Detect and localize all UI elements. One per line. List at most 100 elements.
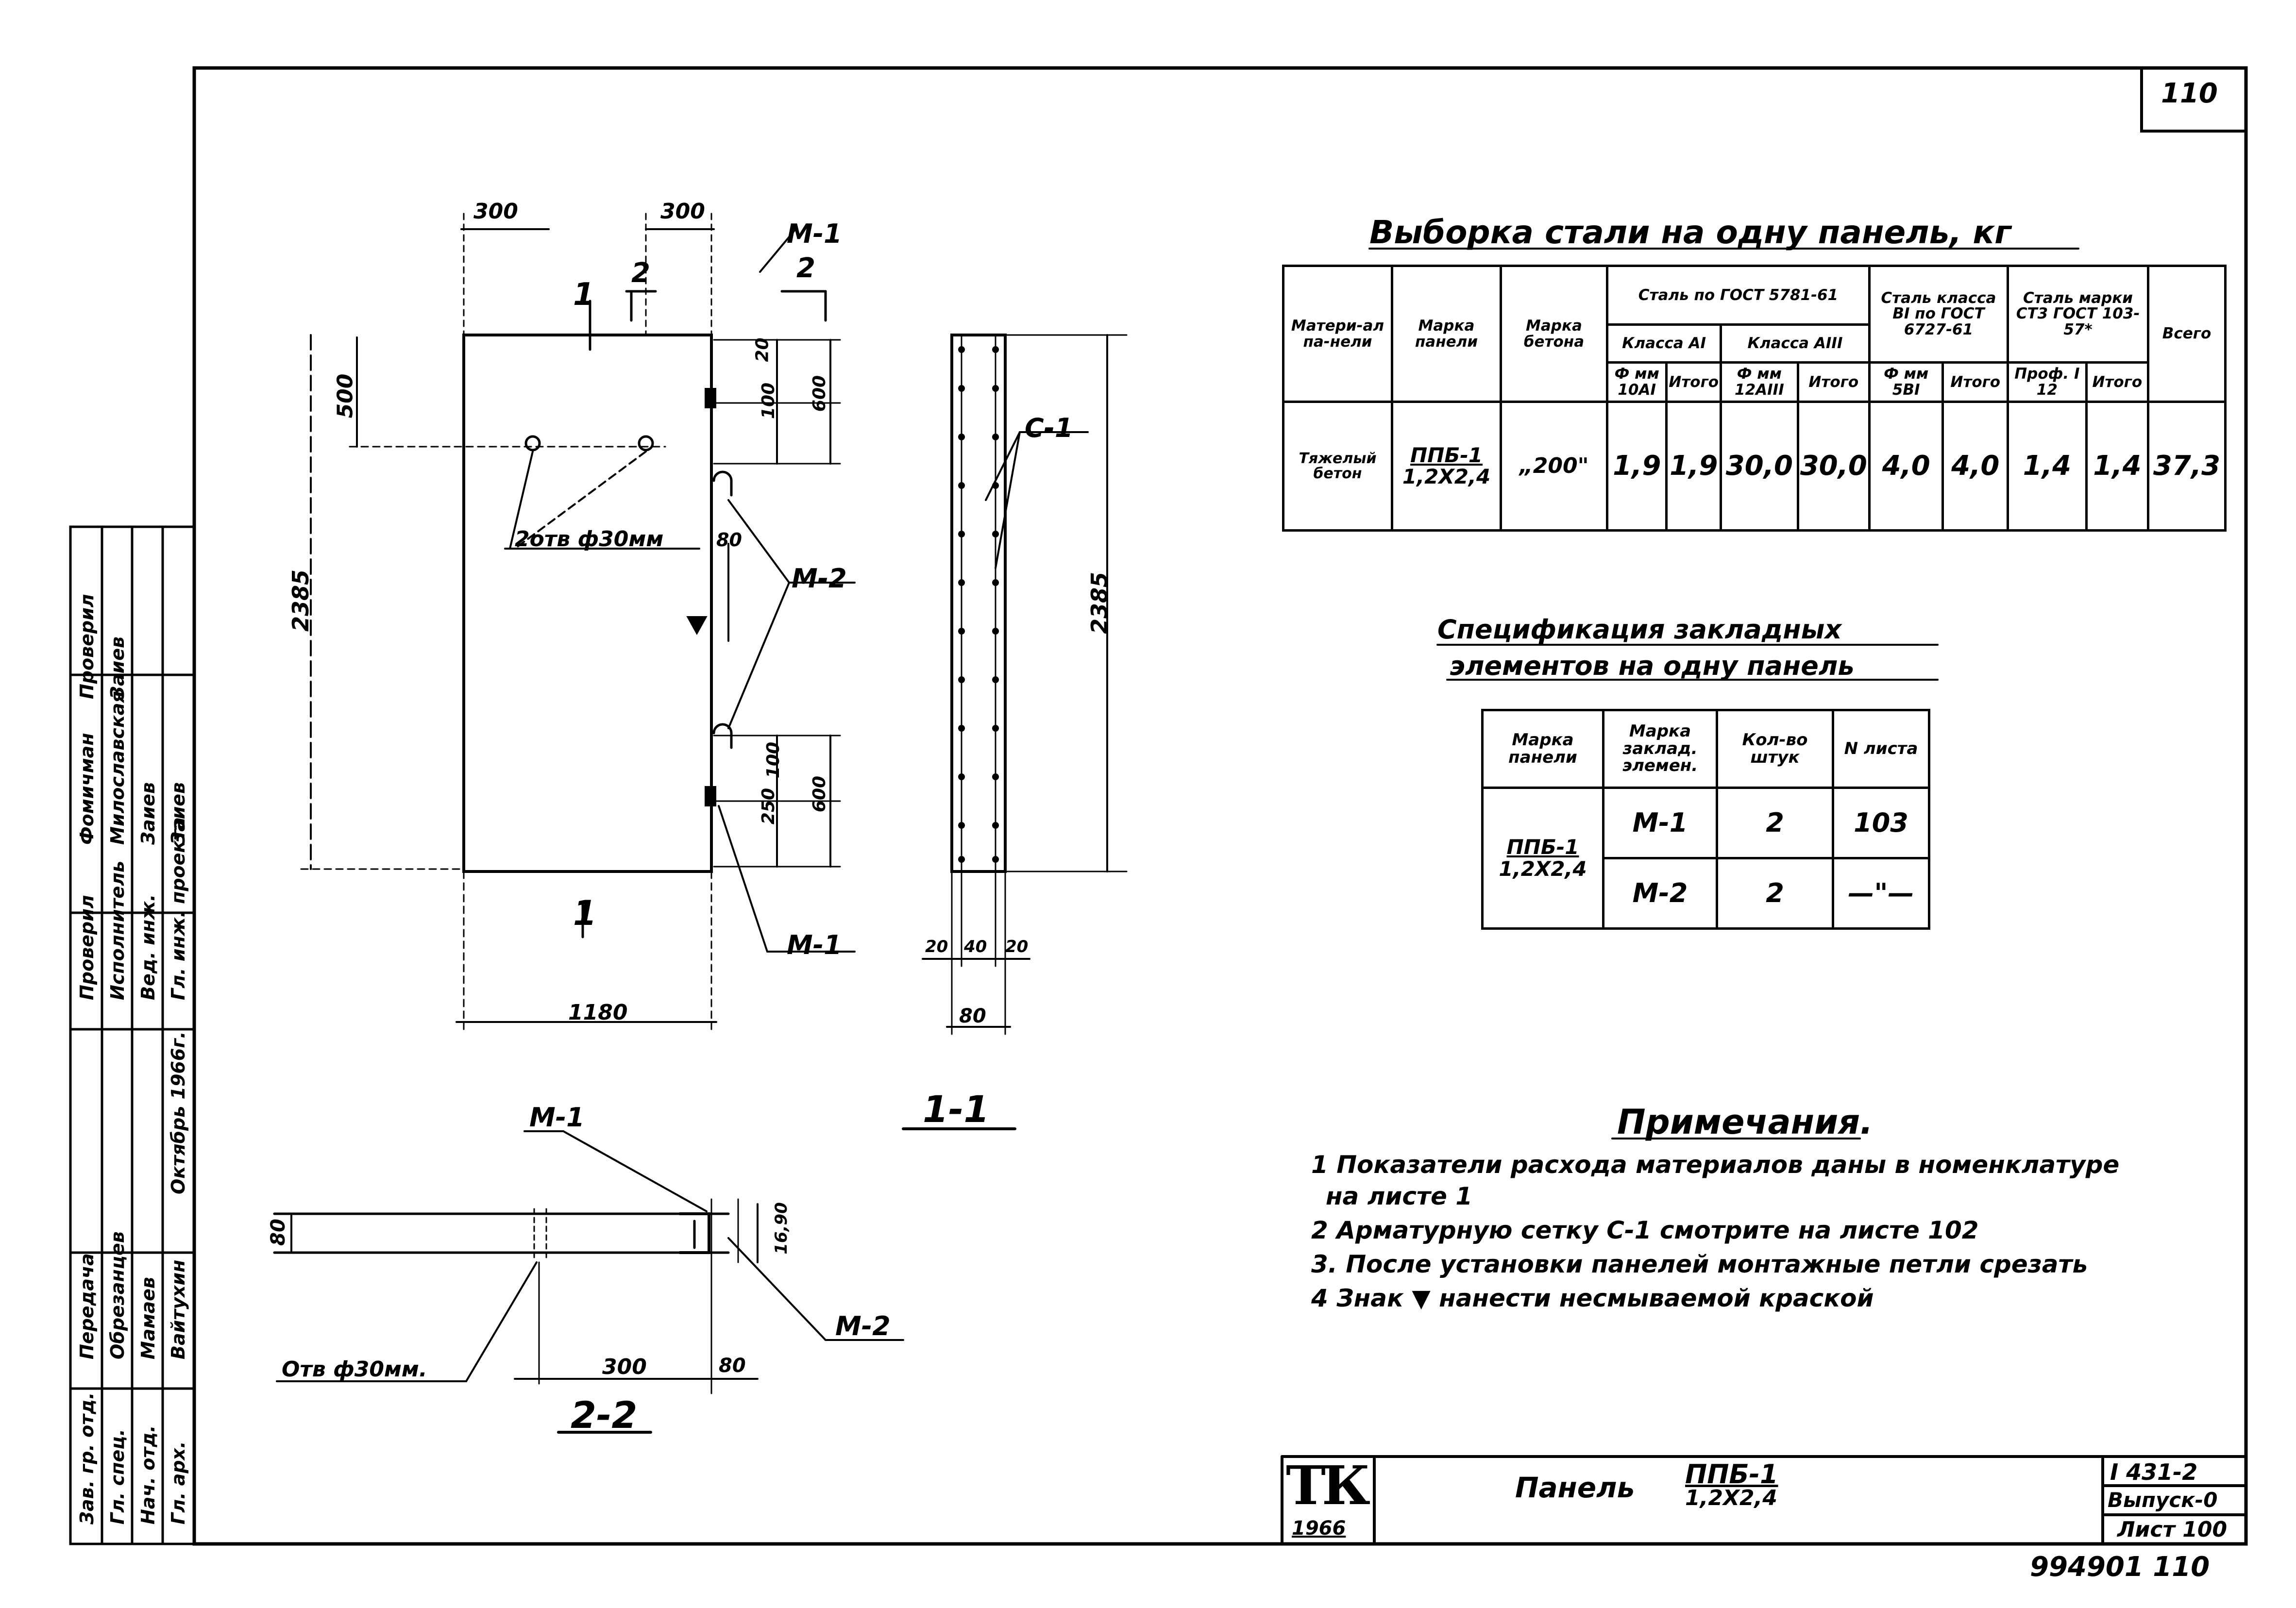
spec-panel-top: ППБ-1 — [1506, 835, 1579, 859]
label-m1-top: M-1 — [787, 218, 842, 249]
stamp-role-4: Проверил — [76, 594, 98, 699]
cell-v7: 1,4 — [2007, 401, 2088, 532]
corner-sheet-number: 110 — [2161, 78, 2218, 109]
h-steel-st3: Сталь марки СТ3 ГОСТ 103-57* — [2007, 265, 2149, 364]
cell-concrete: „200" — [1500, 401, 1608, 532]
steel-table: Матери-ал па-нели Марка панели Марка бет… — [1282, 264, 2227, 532]
tk-logo: ТК — [1286, 1454, 1370, 1517]
cell-panel-top: ППБ-1 — [1410, 443, 1483, 468]
spec-h-sheet: N листа — [1832, 709, 1930, 789]
spec-h-elem: Марка заклад. элемен. — [1602, 709, 1718, 789]
section-title-1-1: 1-1 — [923, 1088, 990, 1131]
spec-title-line1: Спецификация закладных — [1437, 614, 1842, 645]
cell-v9: 37,3 — [2147, 401, 2227, 532]
cell-v8: 1,4 — [2085, 401, 2150, 532]
dim-300-plan: 300 — [602, 1355, 647, 1379]
cell-v4: 30,0 — [1796, 401, 1871, 532]
title-mark-bottom: 1,2X2,4 — [1685, 1486, 1777, 1510]
label-m1-top-sub: 2 — [796, 252, 815, 284]
h-steel-gost: Сталь по ГОСТ 5781-61 — [1606, 264, 1871, 326]
h-total-1: Итого — [1665, 361, 1722, 403]
title-block-lines — [1281, 1455, 2247, 1545]
note-3: 3. После установки панелей монтажные пет… — [1311, 1250, 2088, 1278]
note-1a: 1 Показатели расхода материалов даны в н… — [1311, 1151, 2120, 1179]
stamp-name-2: Милославская — [107, 691, 128, 845]
dim-20a: 20 — [925, 937, 948, 956]
h-dia-10: Ф мм 10АI — [1605, 361, 1668, 403]
spec-row1-sheet: 103 — [1832, 787, 1930, 859]
h-dia-5: Ф мм 5BI — [1868, 361, 1944, 403]
dim-r-100b: 100 — [763, 741, 784, 779]
h-panel-mark: Марка панели — [1391, 264, 1502, 403]
side-stamp: Зав. гр. отд. Передача Гл. спец. Обрезан… — [70, 527, 194, 1544]
dim-20b: 20 — [1005, 937, 1029, 956]
spec-row2-elem: M-2 — [1602, 857, 1718, 930]
label-m2: M-2 — [792, 563, 847, 594]
section-title-2-2: 2-2 — [571, 1393, 638, 1437]
panel-outline — [462, 334, 713, 873]
h-concrete-mark: Марка бетона — [1500, 264, 1608, 403]
spec-row2-qty: 2 — [1716, 857, 1834, 930]
stamp-name-4: Заиев — [107, 636, 128, 699]
title-mark-top: ППБ-1 — [1685, 1459, 1778, 1490]
title-code: I 431-2 — [2110, 1459, 2198, 1485]
cell-v5: 4,0 — [1868, 401, 1944, 532]
corner-number-box — [2140, 67, 2247, 133]
stamp-role-2: Исполнитель — [107, 860, 128, 1000]
side-stamp-block-a: Гл. инж. проекта Заиев Вед. инж. Заиев И… — [70, 527, 194, 1010]
stamp-date: Октябрь 1966г. — [168, 1031, 189, 1194]
stamp-name-3: Фомичман — [76, 733, 98, 845]
dim-1180: 1180 — [568, 1000, 628, 1025]
dim-80-left: 80 — [267, 1219, 289, 1246]
front-view-lines — [300, 213, 856, 1030]
label-m1-bottom: M-1 — [787, 930, 842, 960]
cell-material: Тяжелый бетон — [1282, 401, 1393, 532]
label-m1-plan: M-1 — [529, 1102, 585, 1133]
dim-80-side: 80 — [959, 1005, 986, 1027]
stamp2-name-0: Передача — [76, 1253, 98, 1359]
spec-title-line2: элементов на одну панель — [1450, 651, 1855, 681]
section-mark-bottom: 1 — [573, 893, 597, 933]
dim-r-600b: 600 — [810, 775, 830, 813]
cell-panel-bottom: 1,2X2,4 — [1402, 465, 1491, 489]
h-class-a1: Класса АI — [1605, 323, 1722, 364]
label-m2-plan: M-2 — [835, 1311, 891, 1341]
hole-label: Отв ф30мм. — [282, 1357, 427, 1382]
dim-r-100a: 100 — [759, 382, 779, 419]
section-mark-1: 1 — [573, 277, 595, 313]
stamp-role-3: Проверил — [76, 895, 98, 1000]
cell-v1: 1,9 — [1605, 401, 1668, 532]
dim-r-80: 80 — [716, 529, 742, 551]
note-4: 4 Знак ▼ нанести несмываемой краской — [1311, 1284, 1874, 1312]
side-view-outline — [950, 334, 1007, 873]
dim-top-left: 300 — [473, 199, 518, 224]
dim-80-bottom: 80 — [719, 1355, 746, 1377]
spec-h-panel: Марка панели — [1481, 709, 1604, 789]
dim-16-90: 16,90 — [771, 1202, 791, 1255]
holes-label: 2отв ф30мм — [515, 527, 664, 552]
stamp-name-0: Заиев — [168, 782, 189, 845]
logo-year: 1966 — [1292, 1517, 1346, 1540]
side-stamp-block-b: Зав. гр. отд. Передача Гл. спец. Обрезан… — [70, 1010, 194, 1544]
stamp2-role-2: Нач. отд. — [137, 1425, 159, 1524]
spec-table: Марка панели Марка заклад. элемен. Кол-в… — [1481, 709, 1930, 930]
dim-r-600a: 600 — [810, 375, 830, 412]
title-issue: Выпуск-0 — [2108, 1488, 2218, 1512]
cell-v6: 4,0 — [1941, 401, 2009, 532]
stamp2-role-3: Гл. арх. — [168, 1441, 189, 1524]
spec-row2-sheet: —"— — [1832, 857, 1930, 930]
h-total-2: Итого — [1796, 361, 1871, 403]
note-2: 2 Арматурную сетку С-1 смотрите на листе… — [1311, 1216, 1979, 1244]
dim-40: 40 — [964, 937, 987, 956]
stamp2-role-0: Зав. гр. отд. — [76, 1392, 98, 1524]
side-view-lines — [902, 334, 1128, 1130]
spec-panel-bottom: 1,2X2,4 — [1499, 856, 1587, 881]
label-c1: C-1 — [1025, 413, 1073, 443]
dim-500: 500 — [333, 373, 358, 419]
dim-2385-side: 2385 — [1086, 571, 1113, 635]
dim-2385-front: 2385 — [287, 569, 314, 632]
stamp2-name-1: Обрезанцев — [107, 1231, 128, 1359]
cell-v2: 1,9 — [1665, 401, 1722, 532]
